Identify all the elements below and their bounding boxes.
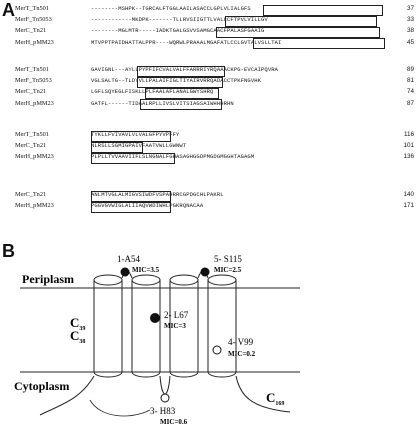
c-terminal-tail (235, 375, 291, 413)
alignment-row: MerC_Tn21 ANLMTVGLALMIGVSIWDFVSPAHRRCGPDG… (0, 190, 416, 200)
alignment-row: MerH_pMM23 GATFL------TIDAALRPLLIVSLVITSI… (0, 99, 416, 109)
transmembrane-segment-box (91, 190, 171, 202)
sequence-end-position: 101 (403, 142, 414, 150)
transmembrane-segment-box (91, 152, 175, 164)
transmembrane-segment-box (253, 37, 385, 49)
sequence-end-position: 87 (406, 99, 414, 107)
sequence-name: MerT_Tn501 (15, 131, 49, 138)
transmembrane-segment-box (91, 141, 143, 153)
panel-a-label: A (2, 0, 15, 20)
sequence-residues: VGLSALTG--TLDYVLLPALAIFIGLTIYAIRVRRQADAC… (91, 77, 262, 85)
transmembrane-segment-box (137, 76, 223, 88)
alignment-row: MerC_Tn21 LGFLSQYEGLFISKLLPLFAALAFLANALGW… (0, 87, 416, 97)
sequence-residues: LGFLSQYEGLFISKLLPLFAALAFLANALGWYSHRQ (91, 88, 214, 96)
loop-cytoplasmic-1 (159, 375, 171, 395)
sequence-residues: MTVPPTPAIDHATTALPPR----WQRWLPRAAALMGAFAT… (91, 38, 282, 46)
mutant-v99-mic: MIC=0.2 (228, 350, 256, 358)
helix-3 (169, 274, 199, 378)
sequence-residues: ------------MKDPK-------TLLRVSIIGTTLVALC… (91, 16, 268, 24)
alignment-row: MerF_Tn5053 VGLSALTG--TLDYVLLPALAIFIGLTIY… (0, 76, 416, 86)
cytoplasm-label: Cytoplasm (14, 379, 69, 393)
mutant-s115-mic: MIC=2.5 (214, 266, 242, 274)
alignment-row: MerT_Tn501 GAVIGNL---AYLLPYPFIFCVALVALFFA… (0, 65, 416, 75)
transmembrane-segment-box (91, 130, 171, 142)
sequence-end-position: 140 (403, 191, 414, 198)
sequence-end-position: 37 (406, 5, 414, 12)
sequence-residues: ANLMTVGLALMIGVSIWDFVSPAHRRCGPDGCHLPAKRL (91, 191, 224, 198)
sequence-residues: PGGVGVWIGLALIIAQVWDIWHLPGKRQNACAA (91, 202, 204, 210)
mutant-h83-mic: MIC=0.6 (160, 418, 188, 426)
transmembrane-segment-box (91, 201, 171, 213)
mutant-l67-mic: MIC=3 (164, 322, 186, 330)
mutant-a54-site: 1-A54 (117, 254, 140, 264)
transmembrane-segment-box (137, 65, 225, 77)
sequence-name: MerC_Tn21 (15, 27, 47, 35)
sequence-residues: --------MSHPK--TGRCALFTGGLAAILASACCLGPLV… (91, 5, 251, 12)
alignment-row: MerT_Tn501 --------MSHPK--TGRCALFTGGLAAIL… (0, 4, 416, 14)
alignment-row: MerC_Tn21 --------MGLMTR-----IADKTGALGSVV… (0, 26, 416, 36)
marker-a54 (120, 267, 130, 277)
alignment-row: MerT_Tn501 TYKLLFVIVAVLVLVALGFPYVPFFY 116 (0, 130, 416, 140)
alignment-row: MerF_Tn5053 ------------MKDPK-------TLLRV… (0, 15, 416, 25)
sequence-residues: NLRSLLSGMIGPAIVFAATVWLLGWNWT (91, 142, 187, 150)
cytoplasmic-curve (89, 399, 151, 417)
sequence-name: MerF_Tn5053 (15, 77, 52, 85)
sequence-end-position: 116 (403, 131, 414, 138)
sequence-end-position: 45 (406, 38, 414, 46)
sequence-name: MerC_Tn21 (15, 88, 47, 96)
mutant-s115-site: 5- S115 (214, 254, 242, 264)
periplasm-label: Periplasm (22, 272, 74, 286)
sequence-end-position: 33 (406, 16, 414, 24)
transmembrane-segment-box (145, 87, 219, 99)
marker-l67 (150, 313, 160, 323)
sequence-name: MerC_Tn21 (15, 191, 47, 198)
sequence-name: MerF_Tn5053 (15, 16, 52, 24)
n-terminal-tail (39, 375, 95, 416)
sequence-name: MerC_Tn21 (15, 142, 47, 150)
sequence-end-position: 74 (406, 88, 414, 96)
helix-2 (131, 274, 161, 378)
sequence-residues: --------MGLMTR-----IADKTGALGSVVSAMGCAACF… (91, 27, 265, 35)
marker-h83 (160, 393, 170, 403)
alignment-row: MerC_Tn21 NLRSLLSGMIGPAIVFAATVWLLGWNWT 101 (0, 141, 416, 151)
sequence-name: MerH_pMM23 (15, 153, 54, 161)
transmembrane-segment-box (263, 4, 383, 16)
alignment-row: MerH_pMM23 PGGVGVWIGLALIIAQVWDIWHLPGKRQNA… (0, 201, 416, 211)
transmembrane-segment-box (140, 98, 222, 110)
c-terminus-label: C169 (266, 390, 284, 407)
sequence-residues: GAVIGNL---AYLLPYPFIFCVALVALFFARRRIYRQAAA… (91, 66, 279, 73)
mutant-v99-site: 4- V99 (228, 337, 254, 347)
transmembrane-segment-box (225, 15, 377, 27)
sequence-end-position: 81 (406, 77, 414, 85)
sequence-name: MerT_Tn501 (15, 66, 49, 73)
helix-1 (93, 274, 123, 378)
mutant-l67-site: 2- L67 (164, 310, 189, 320)
sequence-alignment: MerT_Tn501 --------MSHPK--TGRCALFTGGLAAIL… (0, 4, 416, 213)
sequence-end-position: 89 (406, 66, 414, 73)
alignment-row: MerH_pMM23 MTVPPTPAIDHATTALPPR----WQRWLPR… (0, 38, 416, 48)
marker-s115 (200, 267, 210, 277)
transmembrane-segment-box (216, 26, 380, 38)
alignment-row: MerH_pMM23 PLPLLTVVAAVIIFLSLNGNALFGHASAGH… (0, 152, 416, 162)
sequence-name: MerT_Tn501 (15, 5, 49, 12)
panel-b-label: B (2, 241, 15, 261)
sequence-name: MerH_pMM23 (15, 202, 54, 210)
sequence-end-position: 136 (403, 153, 414, 161)
helix-4 (207, 274, 237, 378)
sequence-residues: GATFL------TIDAALRPLLIVSLVITSIAGSAIWHHHR… (91, 99, 234, 107)
mutant-a54-mic: MIC=3.5 (132, 266, 160, 274)
sequence-end-position: 38 (406, 27, 414, 35)
sequence-end-position: 171 (403, 202, 414, 210)
membrane-topology-diagram: Periplasm Cytoplasm C39 C38 C169 1-A54 M… (14, 254, 300, 426)
sequence-residues: PLPLLTVVAAVIIFLSLNGNALFGHASAGHGGDPMGDGMG… (91, 153, 255, 161)
n-terminus-label-1: C39 (70, 315, 85, 332)
sequence-name: MerH_pMM23 (15, 99, 54, 107)
sequence-residues: TYKLLFVIVAVLVLVALGFPYVPFFY (91, 131, 180, 138)
mutant-h83-site: 3- H83 (150, 406, 176, 416)
marker-v99 (212, 345, 222, 355)
n-terminus-label-2: C38 (70, 328, 85, 345)
sequence-name: MerH_pMM23 (15, 38, 54, 46)
